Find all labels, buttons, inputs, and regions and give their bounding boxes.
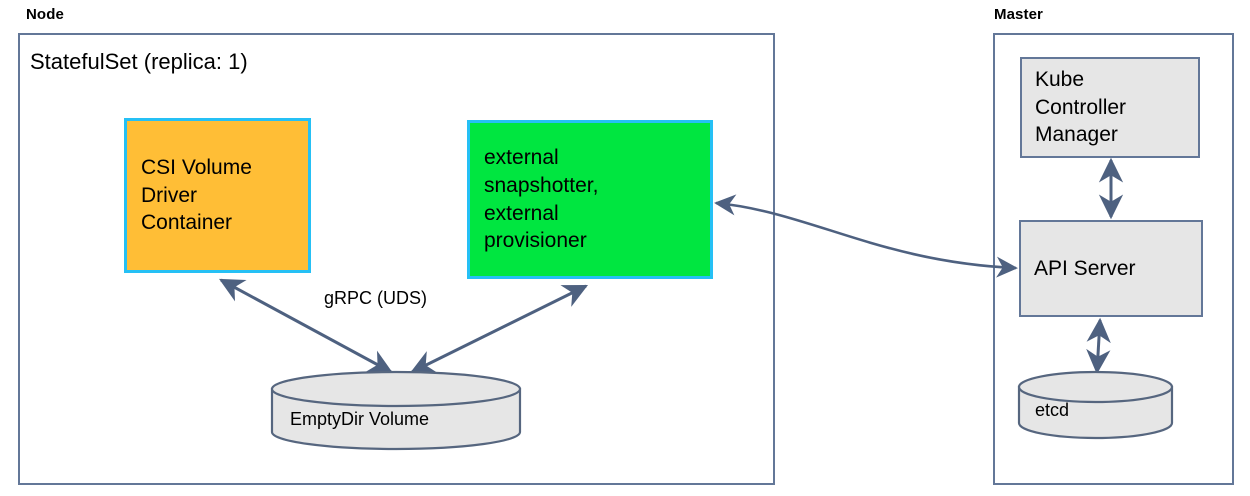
etcd-cylinder [1017,370,1174,440]
csi-line-2: Driver [141,183,197,207]
csi-volume-driver-container-box[interactable]: CSI Volume Driver Container [124,118,311,273]
kcm-line-1: Kube [1035,67,1085,91]
external-line-3: external [484,201,559,225]
statefulset-title: StatefulSet (replica: 1) [30,49,248,74]
api-server-line-1: API Server [1034,256,1136,280]
external-line-4: provisioner [484,229,587,253]
kcm-line-2: Controller [1035,95,1127,119]
node-group-label: Node [26,6,64,23]
edge-external-to-apiserver [714,194,1018,278]
edge-apiserver-to-etcd [1086,317,1111,375]
csi-line-3: Container [141,211,233,235]
grpc-uds-edge-label: gRPC (UDS) [324,288,428,308]
kcm-line-3: Manager [1035,123,1118,147]
external-line-2: snapshotter, [484,173,599,197]
kube-controller-manager-box[interactable]: Kube Controller Manager [1020,57,1200,158]
edge-external-to-emptydir [409,284,589,374]
external-snapshotter-provisioner-box[interactable]: external snapshotter, external provision… [467,120,713,279]
external-line-1: external [484,145,559,169]
csi-line-1: CSI Volume [141,155,252,179]
edge-csi-to-emptydir [219,278,393,374]
api-server-box[interactable]: API Server [1019,220,1203,317]
etcd-label: etcd [1035,400,1070,420]
master-group-label: Master [994,6,1043,23]
emptydir-volume-label: EmptyDir Volume [290,409,430,429]
emptydir-volume-cylinder [270,370,522,451]
